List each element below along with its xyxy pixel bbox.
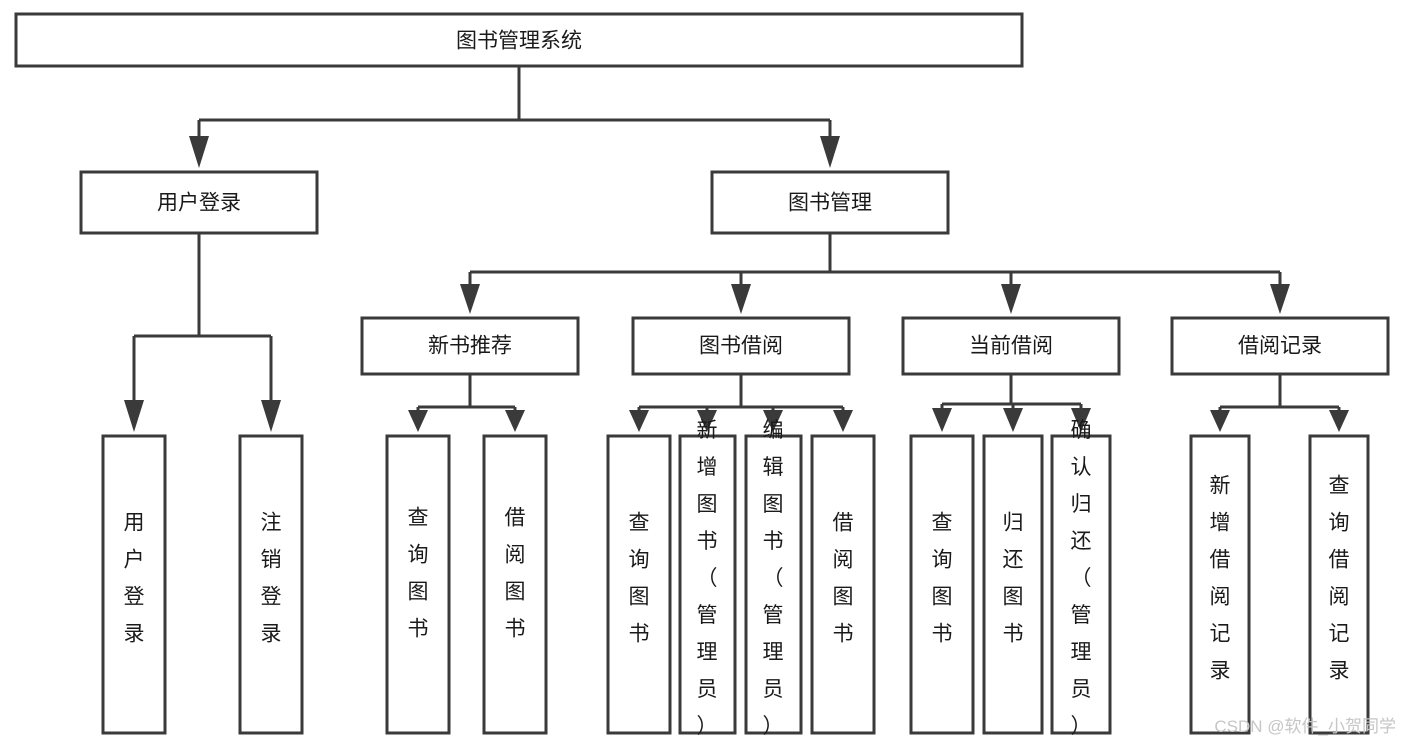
node-borrow-record-box <box>1170 316 1390 376</box>
node-leaf-borrow-book-borrow-label: 借阅图书 <box>833 512 854 646</box>
arrow-head-current-borrow <box>1001 284 1021 314</box>
node-leaf-query-borrow-record-label: 查询借阅记录 <box>1329 475 1350 683</box>
node-new-book-recommend[interactable]: 新书推荐 <box>360 316 580 376</box>
node-leaf-query-borrow-record[interactable]: 查询借阅记录 <box>1308 434 1370 735</box>
node-book-manage-box <box>710 170 950 235</box>
node-user-login[interactable]: 用户登录 <box>79 170 319 235</box>
node-leaf-confirm-return-admin-box <box>1050 434 1112 735</box>
node-leaf-add-book-admin[interactable]: 新增图书（管理员） <box>678 419 737 738</box>
arrow-head-leaf-add-borrow-record <box>1210 410 1230 432</box>
node-root-label: 图书管理系统 <box>456 30 582 53</box>
node-leaf-user-logout-label: 注销登录 <box>261 512 282 646</box>
node-leaf-return-book-label: 归还图书 <box>1003 512 1024 646</box>
node-book-manage-label: 图书管理 <box>788 192 872 215</box>
node-leaf-borrow-book-borrow-box <box>810 434 876 735</box>
arrow-head-leaf-query-book-rec <box>408 410 428 432</box>
node-leaf-user-login[interactable]: 用户登录 <box>101 434 167 735</box>
node-book-manage[interactable]: 图书管理 <box>710 170 950 235</box>
node-leaf-return-book[interactable]: 归还图书 <box>982 434 1044 735</box>
node-leaf-edit-book-admin-box <box>744 434 803 735</box>
connector-layer <box>124 66 1349 432</box>
arrow-head-book-manage <box>820 136 840 168</box>
arrow-head-leaf-edit-book-admin <box>763 410 783 432</box>
arrow-head-leaf-user-login <box>124 400 144 432</box>
node-borrow-record-label: 借阅记录 <box>1238 335 1322 358</box>
node-leaf-add-book-admin-box <box>678 434 737 735</box>
node-leaf-add-borrow-record[interactable]: 新增借阅记录 <box>1189 434 1251 735</box>
arrow-head-user-login <box>189 136 209 168</box>
node-leaf-borrow-book-borrow[interactable]: 借阅图书 <box>810 434 876 735</box>
arrow-head-leaf-borrow-book-borrow <box>833 410 853 432</box>
node-root-box <box>14 12 1024 68</box>
arrow-head-leaf-confirm-return-admin <box>1071 408 1091 432</box>
node-leaf-return-book-box <box>982 434 1044 735</box>
arrow-head-borrow-record <box>1270 284 1290 314</box>
node-current-borrow[interactable]: 当前借阅 <box>901 316 1121 376</box>
node-leaf-query-book-borrow[interactable]: 查询图书 <box>606 434 672 735</box>
node-leaf-query-borrow-record-box <box>1308 434 1370 735</box>
arrow-head-leaf-return-book <box>1003 408 1023 432</box>
node-leaf-borrow-book-rec-label: 借阅图书 <box>505 507 526 641</box>
arrow-head-book-borrow <box>731 284 751 314</box>
arrow-head-leaf-query-book-current <box>932 408 952 432</box>
node-leaf-add-borrow-record-box <box>1189 434 1251 735</box>
node-leaf-confirm-return-admin[interactable]: 确认归还（管理员） <box>1050 419 1112 738</box>
node-leaf-query-book-current[interactable]: 查询图书 <box>909 434 975 735</box>
node-leaf-query-book-borrow-box <box>606 434 672 735</box>
arrow-head-new-book-recommend <box>460 284 480 314</box>
node-user-login-box <box>79 170 319 235</box>
node-leaf-query-book-rec-label: 查询图书 <box>408 507 429 641</box>
node-leaf-confirm-return-admin-label: 确认归还（管理员） <box>1071 419 1092 738</box>
node-book-borrow[interactable]: 图书借阅 <box>631 316 851 376</box>
node-current-borrow-label: 当前借阅 <box>969 335 1053 358</box>
node-book-borrow-label: 图书借阅 <box>699 335 783 358</box>
node-leaf-borrow-book-rec[interactable]: 借阅图书 <box>482 434 548 735</box>
node-new-book-recommend-label: 新书推荐 <box>428 335 512 358</box>
node-leaf-add-book-admin-label: 新增图书（管理员） <box>697 419 718 738</box>
node-leaf-user-logout-box <box>238 434 304 735</box>
node-leaf-add-borrow-record-label: 新增借阅记录 <box>1210 475 1231 683</box>
node-leaf-user-login-label: 用户登录 <box>124 512 145 646</box>
node-leaf-user-logout[interactable]: 注销登录 <box>238 434 304 735</box>
node-user-login-label: 用户登录 <box>157 192 241 215</box>
arrow-head-leaf-query-borrow-record <box>1329 410 1349 432</box>
arrow-head-leaf-user-logout <box>261 400 281 432</box>
node-book-borrow-box <box>631 316 851 376</box>
node-leaf-query-book-rec[interactable]: 查询图书 <box>385 434 451 735</box>
arrow-head-leaf-borrow-book-rec <box>505 410 525 432</box>
arrow-head-leaf-query-book-borrow <box>629 410 649 432</box>
node-leaf-borrow-book-rec-box <box>482 434 548 735</box>
node-leaf-query-book-borrow-label: 查询图书 <box>629 512 650 646</box>
arrow-head-leaf-add-book-admin <box>697 410 717 432</box>
node-leaf-edit-book-admin[interactable]: 编辑图书（管理员） <box>744 419 803 738</box>
node-root[interactable]: 图书管理系统 <box>14 12 1024 68</box>
node-leaf-edit-book-admin-label: 编辑图书（管理员） <box>763 419 784 738</box>
node-leaf-query-book-current-label: 查询图书 <box>932 512 953 646</box>
node-borrow-record[interactable]: 借阅记录 <box>1170 316 1390 376</box>
node-leaf-user-login-box <box>101 434 167 735</box>
node-current-borrow-box <box>901 316 1121 376</box>
csdn-watermark: CSDN @软件_小贺同学 <box>1214 717 1396 736</box>
node-leaf-query-book-rec-box <box>385 434 451 735</box>
node-leaf-query-book-current-box <box>909 434 975 735</box>
node-new-book-recommend-box <box>360 316 580 376</box>
